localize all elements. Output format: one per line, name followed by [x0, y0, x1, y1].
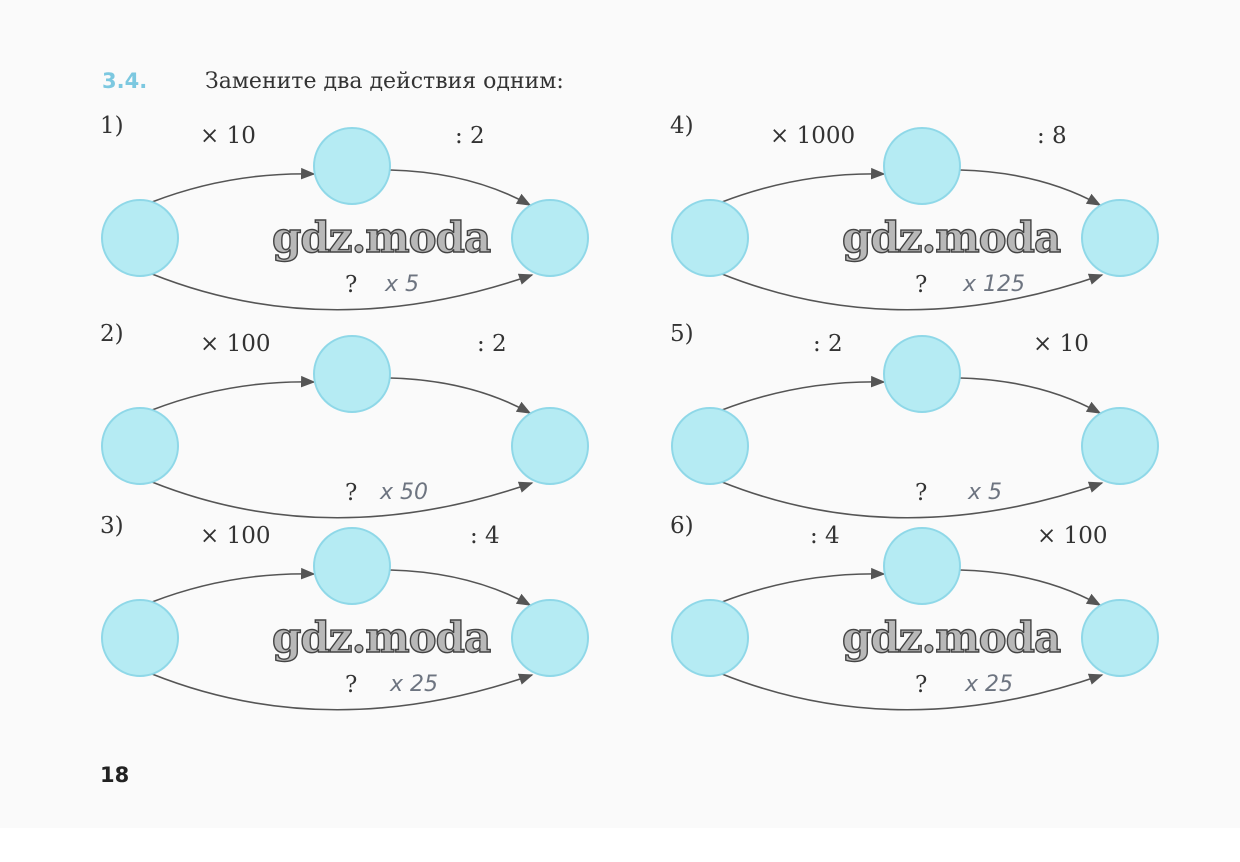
watermark: gdz.moda [842, 613, 1061, 662]
second-operation-label: : 8 [1037, 123, 1067, 149]
end-circle[interactable] [511, 599, 589, 677]
exercise-number: 3.4. [102, 69, 147, 93]
handwritten-answer: x 5 [967, 480, 1002, 505]
diagram-label: 5) [670, 321, 694, 347]
arrow-first-step [151, 567, 316, 603]
handwritten-answer: x 50 [379, 480, 428, 505]
arrow-first-step [721, 567, 886, 603]
flow-diagram: 1) × 10 : 2? x 5 gdz.moda [100, 113, 589, 311]
arrow-combined-step [151, 673, 534, 711]
middle-circle[interactable] [883, 335, 961, 413]
diagram-label: 3) [100, 513, 124, 539]
question-mark: ? [915, 480, 927, 506]
arrow-combined-step [151, 273, 534, 311]
middle-circle[interactable] [313, 527, 391, 605]
end-circle[interactable] [511, 407, 589, 485]
diagram-label: 6) [670, 513, 694, 539]
start-circle[interactable] [101, 599, 179, 677]
question-mark: ? [915, 272, 927, 298]
start-circle[interactable] [671, 599, 749, 677]
page-number: 18 [100, 763, 129, 787]
arrow-second-step [959, 569, 1102, 606]
start-circle[interactable] [101, 407, 179, 485]
arrow-second-step [389, 569, 532, 606]
middle-circle[interactable] [883, 127, 961, 205]
diagram-label: 4) [670, 113, 694, 139]
first-operation-label: : 4 [810, 523, 840, 549]
arrow-second-step [959, 169, 1102, 206]
handwritten-answer: x 125 [962, 272, 1025, 297]
arrow-first-step [721, 167, 886, 203]
arrow-first-step [721, 375, 886, 411]
start-circle[interactable] [671, 407, 749, 485]
question-mark: ? [345, 480, 357, 506]
start-circle[interactable] [101, 199, 179, 277]
second-operation-label: : 4 [470, 523, 500, 549]
handwritten-answer: x 25 [964, 672, 1013, 697]
arrow-second-step [389, 377, 532, 414]
arrow-combined-step [721, 673, 1104, 711]
question-mark: ? [345, 272, 357, 298]
arrow-combined-step [721, 273, 1104, 311]
second-operation-label: : 2 [477, 331, 507, 357]
arrow-combined-step [151, 481, 534, 519]
end-circle[interactable] [1081, 599, 1159, 677]
flow-diagram: 3) × 100 : 4? x 25 gdz.moda [100, 513, 589, 711]
flow-diagram: 5) : 2 × 10? x 5 [670, 321, 1159, 519]
diagram-label: 2) [100, 321, 124, 347]
end-circle[interactable] [1081, 407, 1159, 485]
second-operation-label: × 10 [1033, 331, 1089, 357]
start-circle[interactable] [671, 199, 749, 277]
flow-diagram: 6) : 4 × 100? x 25 gdz.moda [670, 513, 1159, 711]
first-operation-label: × 100 [200, 523, 270, 549]
first-operation-label: × 100 [200, 331, 270, 357]
second-operation-label: × 100 [1037, 523, 1107, 549]
middle-circle[interactable] [313, 127, 391, 205]
arrow-first-step [151, 375, 316, 411]
middle-circle[interactable] [883, 527, 961, 605]
arrow-combined-step [721, 481, 1104, 519]
end-circle[interactable] [511, 199, 589, 277]
question-mark: ? [915, 672, 927, 698]
handwritten-answer: x 5 [384, 272, 419, 297]
arrow-second-step [389, 169, 532, 206]
second-operation-label: : 2 [455, 123, 485, 149]
watermark: gdz.moda [272, 213, 491, 262]
middle-circle[interactable] [313, 335, 391, 413]
watermark: gdz.moda [272, 613, 491, 662]
page-bottom-margin [0, 828, 1240, 862]
handwritten-answer: x 25 [389, 672, 438, 697]
arrow-first-step [151, 167, 316, 203]
end-circle[interactable] [1081, 199, 1159, 277]
question-mark: ? [345, 672, 357, 698]
flow-diagram: 2) × 100 : 2? x 50 [100, 321, 589, 519]
watermark: gdz.moda [842, 213, 1061, 262]
arrow-second-step [959, 377, 1102, 414]
first-operation-label: : 2 [813, 331, 843, 357]
flow-diagram: 4) × 1000 : 8? x 125 gdz.moda [670, 113, 1159, 311]
diagram-label: 1) [100, 113, 124, 139]
first-operation-label: × 1000 [770, 123, 855, 149]
first-operation-label: × 10 [200, 123, 256, 149]
exercise-title: Замените два действия одним: [205, 69, 564, 94]
